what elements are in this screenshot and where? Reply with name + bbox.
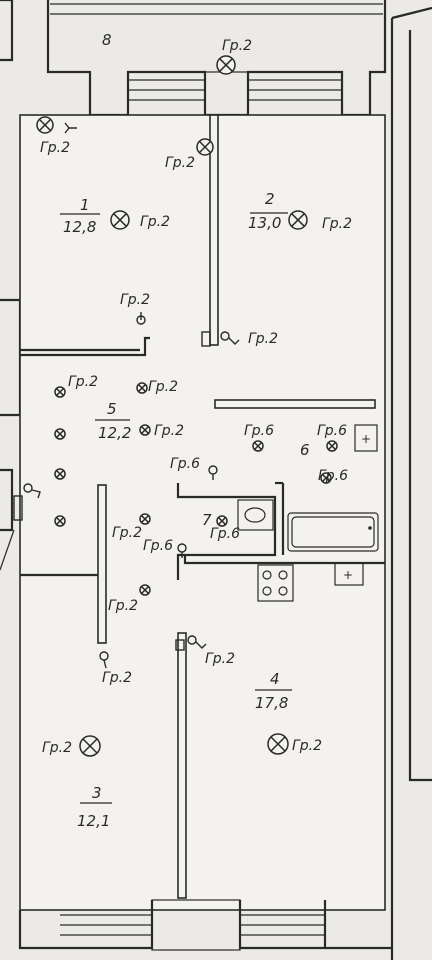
stove xyxy=(257,564,294,602)
room-number: 1 xyxy=(80,196,90,214)
group-label: Гр.6 xyxy=(210,526,240,542)
lamp-icon xyxy=(54,468,66,480)
room-area: 17,8 xyxy=(255,694,288,712)
room-area: 12,8 xyxy=(63,218,96,236)
group-label: Гр.2 xyxy=(102,670,132,686)
group-label: Гр.2 xyxy=(205,651,235,667)
group-labels: Гр.2 Гр.2 Гр.2 Гр.2 Гр.2 Гр.2 Гр.2 Гр.2 … xyxy=(40,38,352,756)
svg-text:+: + xyxy=(343,568,353,582)
partitions xyxy=(20,114,385,899)
room-number: 6 xyxy=(300,441,310,459)
lamps xyxy=(36,55,338,757)
area-underlines xyxy=(60,212,292,804)
lamp-icon xyxy=(54,386,66,398)
room-number: 5 xyxy=(107,400,117,418)
lamp-icon xyxy=(196,138,214,156)
group-label: Гр.6 xyxy=(143,538,173,554)
room-number: 7 xyxy=(202,511,212,529)
lamp-icon xyxy=(252,440,264,452)
group-label: Гр.2 xyxy=(120,292,150,308)
lamp-icon xyxy=(79,735,101,757)
group-label: Гр.2 xyxy=(165,155,195,171)
room-area: 12,1 xyxy=(77,812,110,830)
lamp-icon xyxy=(139,424,151,436)
room-area: 13,0 xyxy=(248,214,281,232)
group-label: Гр.2 xyxy=(154,423,184,439)
group-label: Гр.2 xyxy=(140,214,170,230)
group-label: Гр.2 xyxy=(108,598,138,614)
lamp-icon xyxy=(139,584,151,596)
room-number: 3 xyxy=(92,784,102,802)
group-label: Гр.6 xyxy=(170,456,200,472)
group-label: Гр.6 xyxy=(244,423,274,439)
room-number: 4 xyxy=(270,670,280,688)
lamp-icon xyxy=(36,116,54,134)
group-label: Гр.6 xyxy=(317,423,347,439)
lamp-icon xyxy=(110,210,130,230)
switches xyxy=(13,122,240,669)
group-label: Гр.2 xyxy=(42,740,72,756)
room-area: 12,2 xyxy=(98,424,131,442)
room-number: 2 xyxy=(265,190,275,208)
lamp-icon xyxy=(326,440,338,452)
group-label: Гр.2 xyxy=(112,525,142,541)
switch-icon xyxy=(64,122,77,134)
lamp-icon xyxy=(139,513,151,525)
lamp-icon xyxy=(320,472,332,484)
switch-icon xyxy=(99,651,109,669)
switch-icon xyxy=(23,483,41,499)
group-label: Гр.2 xyxy=(222,38,252,54)
lamp-icon xyxy=(216,55,236,75)
lamp-icon xyxy=(136,382,148,394)
kitchen-sink: + + xyxy=(334,424,378,586)
switch-icon xyxy=(220,331,240,345)
group-label: Гр.2 xyxy=(148,379,178,395)
toilet xyxy=(237,499,274,531)
group-label: Гр.2 xyxy=(322,216,352,232)
group-label: Гр.2 xyxy=(248,331,278,347)
lamp-icon xyxy=(54,428,66,440)
lamp-icon xyxy=(54,515,66,527)
bathtub xyxy=(287,512,379,552)
group-label: Гр.6 xyxy=(318,468,348,484)
switch-icon xyxy=(177,543,187,558)
lamp-icon xyxy=(216,515,228,527)
switch-icon xyxy=(136,312,146,325)
group-label: Гр.2 xyxy=(68,374,98,390)
group-label: Гр.2 xyxy=(40,140,70,156)
bottom-windows xyxy=(18,899,392,951)
neighbour-wall xyxy=(390,6,432,960)
group-label: Гр.2 xyxy=(292,738,322,754)
switch-icon xyxy=(208,465,218,480)
lamp-icon xyxy=(267,733,289,755)
switch-icon xyxy=(187,635,207,649)
svg-text:+: + xyxy=(361,432,371,446)
room-number: 8 xyxy=(102,31,112,49)
lamp-icon xyxy=(288,210,308,230)
room-labels: 8 1 12,8 2 13,0 5 12,2 6 7 3 12,1 4 17,8 xyxy=(63,31,310,830)
